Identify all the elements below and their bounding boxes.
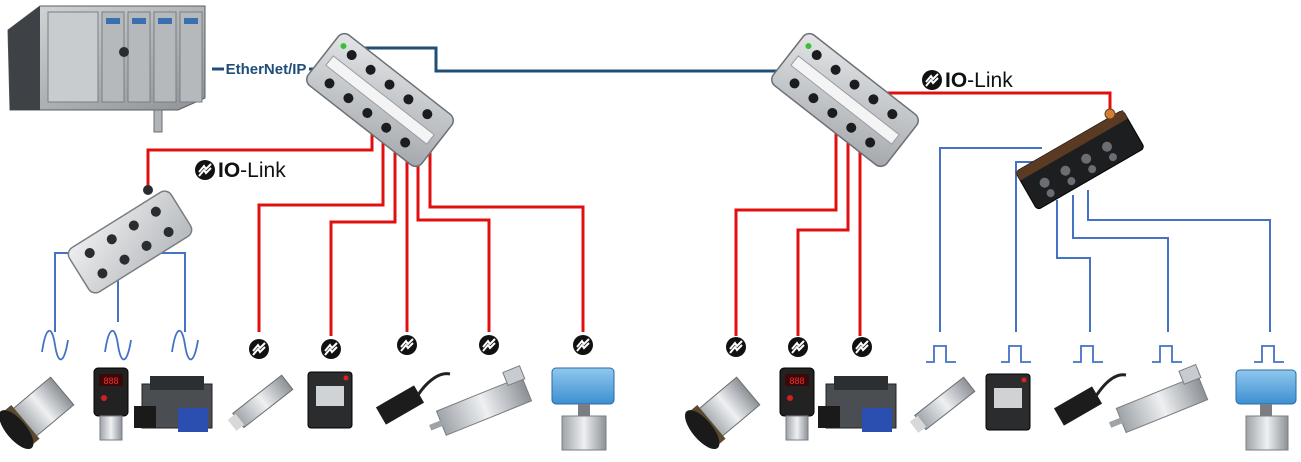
iolink-cable-device-5 [428, 138, 585, 332]
io-link-hub-digital [1015, 109, 1144, 210]
io-link-icon [787, 336, 809, 358]
iolink-cable-device-2 [329, 132, 397, 336]
sine-wave-icon [104, 329, 132, 361]
pulse-icon [1254, 345, 1284, 363]
pneumatic-ball-valve [551, 367, 615, 451]
io-link-icon [572, 334, 594, 356]
io-link-icon [921, 69, 943, 91]
pulse-icon [926, 345, 956, 363]
digital-line-3 [1056, 200, 1091, 332]
io-link-master-2 [771, 32, 919, 168]
ultrasonic-sensor [684, 376, 761, 450]
analog-signal-icons [41, 329, 199, 361]
inductive-slot-sensor [1053, 373, 1127, 426]
ultrasonic-sensor [0, 376, 75, 450]
digital-signal-lines [939, 147, 1271, 332]
digital-line-1 [939, 147, 1042, 332]
io-link-icon [725, 336, 747, 358]
pulse-icon [1152, 345, 1182, 363]
iolink-cable-device-7 [796, 125, 850, 336]
sine-wave-icon [41, 329, 69, 361]
io-link-icon [396, 334, 418, 356]
pressure-sensor: 888 [93, 367, 129, 441]
pulse-icon [1073, 345, 1103, 363]
io-link-label-1-bold: IO [218, 159, 240, 182]
io-link-label-2: IO-Link [921, 69, 1013, 92]
digital-line-5 [1087, 190, 1271, 332]
electric-cylinder [429, 365, 533, 436]
sine-wave-icon [171, 329, 199, 361]
io-link-icon [194, 159, 216, 181]
io-link-icon [851, 336, 873, 358]
digital-signal-icons [926, 345, 1284, 363]
pressure-sensor: 888 [779, 367, 815, 441]
io-link-label-2-bold: IO [945, 69, 967, 92]
svg-text:IO-Link: IO-Link [218, 159, 286, 182]
iolink-cable-device-4 [416, 128, 491, 332]
io-link-icon [320, 338, 342, 360]
iolink-cable-hub2 [862, 91, 1112, 110]
io-link-label-1-rest: -Link [240, 159, 286, 182]
io-link-icon [248, 338, 270, 360]
iolink-cable-device-1 [257, 130, 385, 332]
proportional-valve [134, 376, 213, 432]
ethernet-link-master1-master2 [352, 46, 792, 73]
svg-text:888: 888 [789, 376, 804, 386]
ethernet-ip-label: EtherNet/IP [226, 61, 307, 78]
io-link-icon [478, 334, 500, 356]
io-link-master-1 [306, 32, 454, 168]
io-link-device-icons [248, 334, 873, 360]
inductive-slot-sensor [375, 372, 451, 425]
inductive-proximity-sensor [909, 376, 976, 433]
optical-sensor [307, 371, 353, 429]
iolink-cables [146, 91, 1112, 336]
io-link-label-2-rest: -Link [967, 69, 1013, 92]
svg-text:IO-Link: IO-Link [945, 69, 1013, 92]
optical-sensor [985, 373, 1031, 431]
svg-text:888: 888 [103, 376, 118, 386]
proportional-valve [818, 376, 897, 432]
electric-cylinder [1108, 363, 1209, 434]
digital-line-4 [1072, 195, 1169, 332]
io-link-label-1: IO-Link [194, 159, 286, 182]
io-link-hub-analog [67, 190, 193, 294]
pulse-icon [1001, 345, 1031, 363]
inductive-proximity-sensor [227, 374, 294, 431]
plc-controller [7, 5, 206, 133]
iolink-cable-device-6 [734, 118, 838, 336]
pneumatic-ball-valve [1235, 369, 1297, 451]
